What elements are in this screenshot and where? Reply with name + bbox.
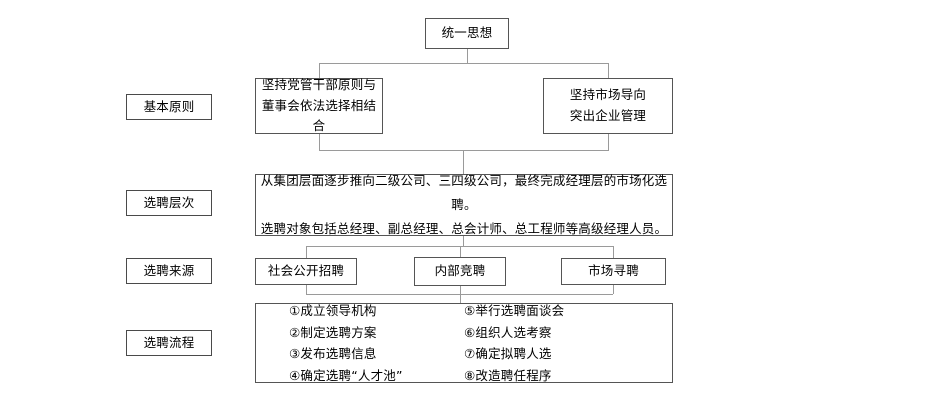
- process-step-item: ⑦确定拟聘人选: [464, 346, 552, 361]
- node-recruitment-levels[interactable]: 从集团层面逐步推向二级公司、三四级公司，最终完成经理层的市场化选聘。 选聘对象包…: [255, 173, 673, 236]
- node-source-market-search[interactable]: 市场寻聘: [561, 258, 666, 285]
- node-source-public-recruitment-label: 社会公开招聘: [267, 263, 345, 279]
- connector-level-out: [463, 236, 464, 246]
- connector-principles-bar: [319, 63, 609, 64]
- node-recruitment-levels-line1: 从集团层面逐步推向二级公司、三四级公司，最终完成经理层的市场化选聘。: [260, 173, 668, 213]
- node-source-internal-competition-label: 内部竞聘: [434, 263, 486, 279]
- process-step-item: ⑥组织人选考察: [464, 324, 552, 340]
- process-step-column-right: ⑤举行选聘面谈会 ⑥组织人选考察 ⑦确定拟聘人选 ⑧改造聘任程序: [464, 300, 634, 386]
- process-step-item: ②制定选聘方案: [289, 324, 377, 340]
- connector-source-2-drop: [460, 246, 461, 257]
- process-step-item: ③发布选聘信息: [289, 346, 377, 361]
- connector-source-2-out: [460, 286, 461, 294]
- connector-principle-left-out: [319, 134, 320, 150]
- node-source-public-recruitment[interactable]: 社会公开招聘: [255, 258, 357, 285]
- process-step-item: ④确定选聘“人才池”: [289, 367, 403, 383]
- connector-top-stem: [467, 49, 468, 63]
- node-recruitment-levels-line2: 选聘对象包括总经理、副总经理、总会计师、总工程师等高级经理人员。: [260, 220, 668, 236]
- row-label-basic-principles: 基本原则: [126, 94, 212, 120]
- node-principle-party-management[interactable]: 坚持党管干部原则与 董事会依法选择相结合: [255, 77, 383, 134]
- node-unified-thinking[interactable]: 统一思想: [425, 18, 509, 49]
- connector-principle-right-drop: [608, 63, 609, 78]
- node-recruitment-process[interactable]: ①成立领导机构 ②制定选聘方案 ③发布选聘信息 ④确定选聘“人才池” ⑤举行选聘…: [255, 303, 673, 383]
- connector-process-stem: [460, 294, 461, 303]
- connector-source-3-out: [613, 285, 614, 294]
- node-principle-market-oriented-line1: 坚持市场导向: [569, 87, 647, 103]
- connector-sources-bar: [306, 246, 613, 247]
- node-unified-thinking-label: 统一思想: [441, 25, 493, 41]
- node-principle-market-oriented-line2: 突出企业管理: [569, 108, 647, 123]
- process-step-item: ⑧改造聘任程序: [464, 367, 552, 383]
- process-step-item: ①成立领导机构: [289, 303, 377, 318]
- connector-source-1-drop: [306, 246, 307, 258]
- node-source-market-search-label: 市场寻聘: [588, 263, 639, 279]
- node-source-internal-competition[interactable]: 内部竞聘: [414, 257, 506, 286]
- row-label-recruitment-sources-text: 选聘来源: [143, 262, 195, 278]
- node-principle-party-management-line1: 坚持党管干部原则与: [261, 77, 377, 93]
- connector-source-3-drop: [613, 246, 614, 258]
- node-principle-market-oriented[interactable]: 坚持市场导向 突出企业管理: [543, 78, 673, 134]
- row-label-recruitment-sources: 选聘来源: [126, 258, 212, 284]
- connector-process-bar: [306, 294, 613, 295]
- connector-principle-left-drop: [319, 63, 320, 78]
- row-label-basic-principles-text: 基本原则: [143, 98, 195, 114]
- connector-level-bar: [319, 150, 609, 151]
- row-label-recruitment-levels: 选聘层次: [126, 190, 212, 216]
- connector-source-1-out: [306, 285, 307, 294]
- row-label-recruitment-levels-text: 选聘层次: [143, 194, 195, 210]
- process-step-item: ⑤举行选聘面谈会: [464, 303, 565, 318]
- process-step-column-left: ①成立领导机构 ②制定选聘方案 ③发布选聘信息 ④确定选聘“人才池”: [289, 300, 449, 386]
- node-principle-party-management-line2: 董事会依法选择相结合: [261, 97, 377, 134]
- row-label-recruitment-process: 选聘流程: [126, 330, 212, 356]
- row-label-recruitment-process-text: 选聘流程: [143, 334, 195, 350]
- connector-principle-right-out: [608, 134, 609, 150]
- connector-level-stem: [463, 150, 464, 174]
